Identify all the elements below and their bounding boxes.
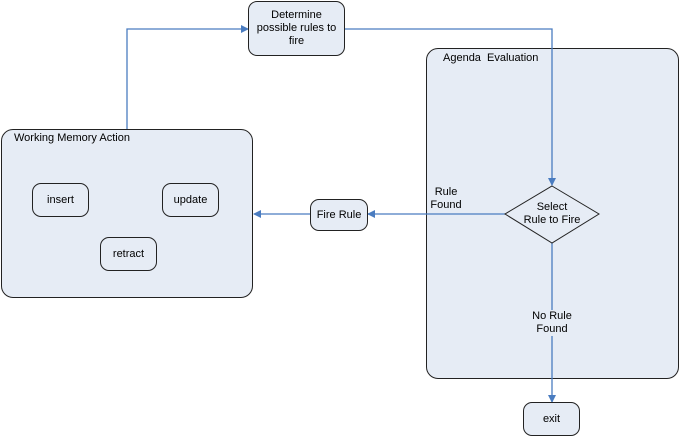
edge-determine-to-select bbox=[345, 28, 556, 186]
rule-found-label: Rule Found bbox=[430, 186, 462, 211]
update-node: update bbox=[162, 183, 219, 217]
determine-rules-node: Determine possible rules to fire bbox=[248, 1, 345, 56]
retract-node: retract bbox=[100, 237, 157, 271]
no-rule-found-label: No Rule Found bbox=[526, 310, 578, 336]
edge-working-memory-to-determine bbox=[126, 25, 249, 129]
select-rule-label: Select Rule to Fire bbox=[523, 201, 581, 226]
agenda-evaluation-title: Agenda Evaluation bbox=[443, 52, 539, 64]
select-rule-diamond bbox=[504, 185, 600, 244]
exit-node: exit bbox=[523, 402, 580, 436]
insert-node: insert bbox=[32, 183, 89, 217]
fire-rule-node: Fire Rule bbox=[310, 199, 368, 231]
working-memory-action-title: Working Memory Action bbox=[14, 132, 130, 144]
